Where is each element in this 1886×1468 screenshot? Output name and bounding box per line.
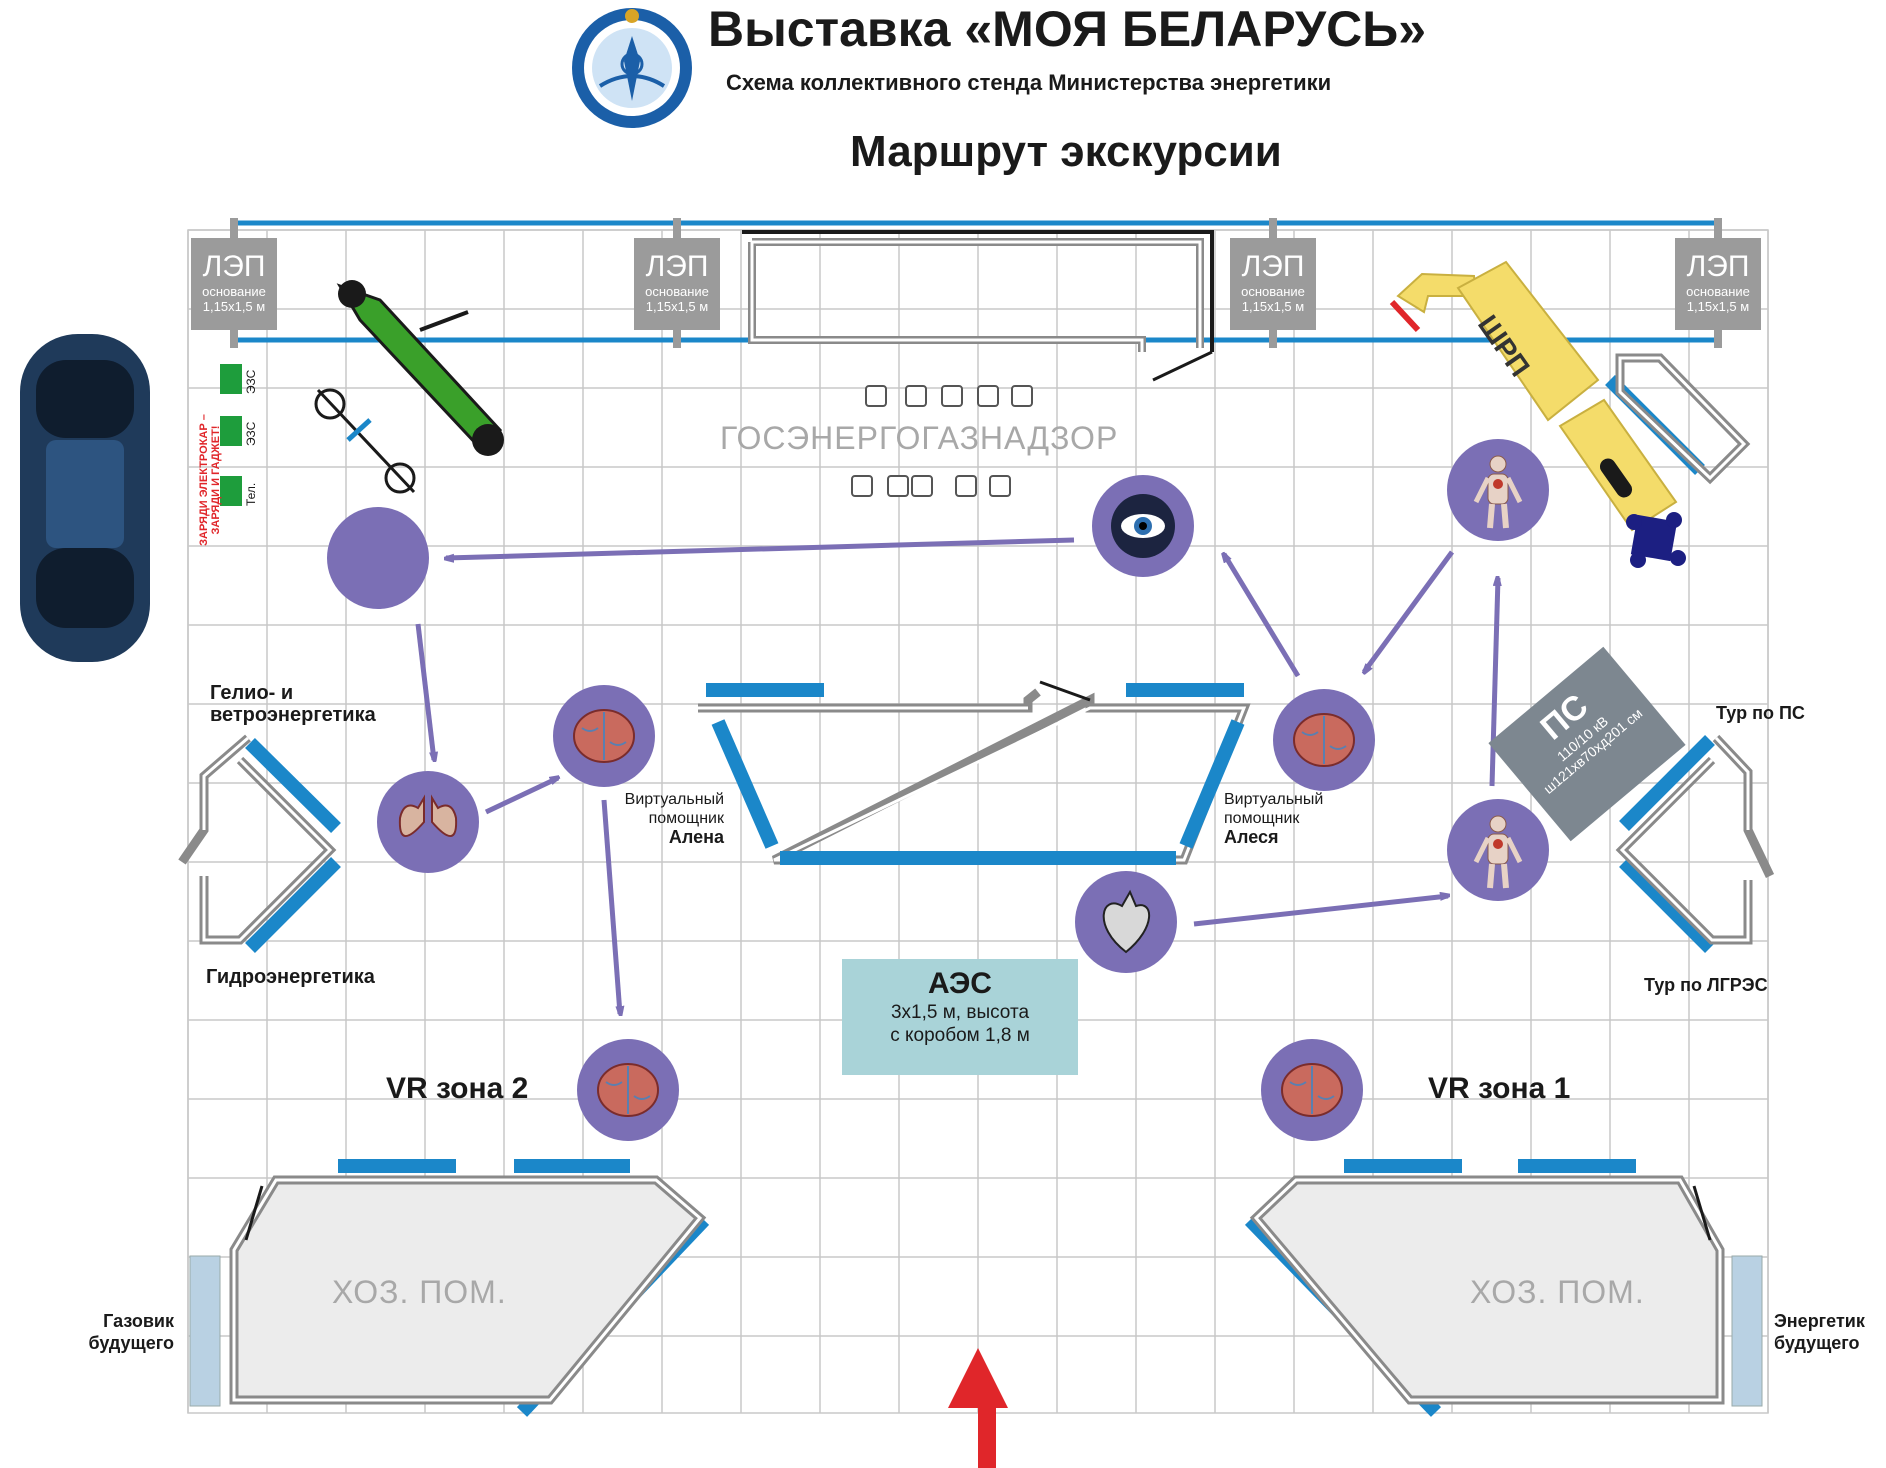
hoz-left-label: ХОЗ. ПОМ.	[332, 1274, 507, 1310]
ministry-logo	[572, 8, 692, 128]
lungs-icon	[398, 794, 458, 837]
assistant-alesya: Виртуальный помощник Алеся	[1224, 790, 1344, 848]
meeting-chairs	[851, 385, 1033, 497]
charging-note: ЗАРЯДИ ЭЛЕКТРОКАР – ЗАРЯДИ И ГАДЖЕТ!	[198, 414, 222, 546]
tour-ps-label: Тур по ПС	[1716, 703, 1805, 723]
phone-charger-label: Тел.	[244, 482, 258, 506]
lep-label: ЛЭП	[1241, 250, 1305, 283]
lep-sign-2: ЛЭП основание 1,15х1,5 м	[634, 238, 720, 330]
lep-sign-4: ЛЭП основание 1,15х1,5 м	[1675, 238, 1761, 330]
route-stop-heart	[1075, 871, 1177, 973]
vr-zone-1-label: VR зона 1	[1428, 1072, 1571, 1105]
hydro-label: Гидроэнергетика	[206, 966, 375, 988]
lep-size: 1,15х1,5 м	[1686, 299, 1750, 314]
bicycle-icon	[314, 388, 416, 494]
gas-future-label: Газовик будущего	[88, 1311, 174, 1353]
assistant-alesya-name: Алеся	[1224, 827, 1279, 847]
ev-charger-2-label: ЭЗС	[244, 421, 258, 446]
ev-charger-2	[220, 416, 242, 446]
lep-label: ЛЭП	[202, 250, 266, 283]
hoz-right-label: ХОЗ. ПОМ.	[1470, 1274, 1645, 1310]
route-stop-brain-alena	[553, 685, 655, 787]
page-subtitle: Схема коллективного стенда Министерства …	[726, 70, 1332, 95]
route-stop-brain-vr1	[1261, 1039, 1363, 1141]
tour-lgres-label: Тур по ЛГРЭС	[1644, 975, 1768, 995]
heart-icon	[1102, 889, 1150, 954]
aes-stand: АЭС 3х1,5 м, высота с коробом 1,8 м	[842, 959, 1078, 1075]
lep-label: ЛЭП	[1686, 250, 1750, 283]
lep-base: основание	[1241, 284, 1305, 299]
lep-size: 1,15х1,5 м	[645, 299, 709, 314]
assistant-alena-line2: помощник	[648, 810, 724, 827]
lep-size: 1,15х1,5 м	[1241, 299, 1305, 314]
car-icon	[20, 334, 150, 662]
brain-icon	[1281, 1063, 1343, 1117]
route-stop-body-right	[1447, 799, 1549, 901]
lep-size: 1,15х1,5 м	[202, 299, 266, 314]
human-body-icon	[1473, 815, 1523, 889]
helio-label: Гелио- и ветроэнергетика	[210, 682, 376, 726]
route-stop-brain-vr2	[577, 1039, 679, 1141]
brain-icon	[1293, 713, 1355, 767]
assistant-alena-name: Алена	[668, 827, 724, 847]
helio-hydro-booth	[178, 734, 337, 945]
route-stop-empty	[327, 507, 429, 609]
corner-booth	[1615, 353, 1751, 485]
route-stop-lungs	[377, 771, 479, 873]
hoz-room-left	[189, 1175, 707, 1407]
gosenergo-booth	[742, 230, 1214, 382]
energy-future-label: Энергетик будущего	[1774, 1311, 1865, 1353]
route-stop-body-top	[1447, 439, 1549, 541]
assistant-alesya-line2: помощник	[1224, 810, 1300, 827]
gosenergo-label: ГОСЭНЕРГОГАЗНАДЗОР	[720, 420, 1119, 456]
tour-booth	[1615, 734, 1775, 945]
assistant-alena-line1: Виртуальный	[624, 791, 724, 808]
route-stop-brain-alesya	[1273, 689, 1375, 791]
assistant-alena: Виртуальный помощник Алена	[560, 790, 724, 848]
lep-base: основание	[1686, 284, 1750, 299]
ev-charger-1	[220, 364, 242, 394]
lep-sign-3: ЛЭП основание 1,15х1,5 м	[1230, 238, 1316, 330]
brain-icon	[573, 709, 635, 763]
page-title: Выставка «МОЯ БЕЛАРУСЬ»	[708, 1, 1427, 57]
brain-icon	[597, 1063, 659, 1117]
lep-label: ЛЭП	[645, 250, 709, 283]
human-body-icon	[1473, 455, 1523, 529]
aes-line1: 3х1,5 м, высота	[890, 1002, 1030, 1023]
shrp-unit	[1389, 260, 1686, 568]
route-title: Маршрут экскурсии	[850, 127, 1282, 176]
phone-charger	[220, 476, 242, 506]
route-stop-eye	[1092, 475, 1194, 577]
route-arrows	[415, 537, 1498, 1014]
aes-line2: с коробом 1,8 м	[890, 1025, 1030, 1046]
motorcycle-icon	[336, 280, 504, 456]
ev-charger-1-label: ЭЗС	[244, 369, 258, 394]
assistant-alesya-line1: Виртуальный	[1224, 791, 1324, 808]
entrance-arrow-icon	[948, 1348, 1008, 1468]
hoz-room-right	[1249, 1175, 1763, 1407]
eye-icon	[1111, 494, 1175, 558]
lep-base: основание	[202, 284, 266, 299]
aes-title: АЭС	[928, 967, 992, 1000]
lep-base: основание	[645, 284, 709, 299]
lep-sign-1: ЛЭП основание 1,15х1,5 м	[191, 238, 277, 330]
vr-zone-2-label: VR зона 2	[386, 1072, 529, 1105]
